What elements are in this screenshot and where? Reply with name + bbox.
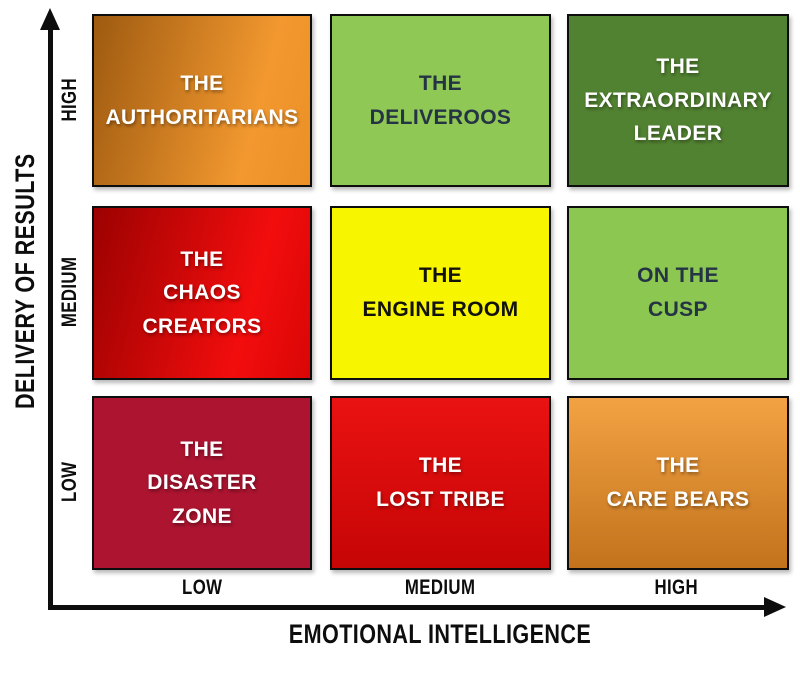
cell-the-engine-room: THE ENGINE ROOM [330, 206, 551, 380]
y-tick-medium-text: MEDIUM [58, 256, 81, 328]
x-tick-high-text: HIGH [654, 576, 698, 599]
y-axis-title: DELIVERY OF RESULTS [10, 101, 40, 461]
cell-the-engine-room-label: THE ENGINE ROOM [362, 264, 519, 321]
x-tick-low: LOW [127, 577, 277, 598]
y-tick-medium: MEDIUM [58, 217, 83, 367]
x-tick-medium: MEDIUM [365, 577, 515, 598]
cell-the-authoritarians-label: THE AUTHORITARIANS [105, 71, 299, 129]
y-tick-low: LOW [58, 407, 83, 557]
x-tick-medium-text: MEDIUM [404, 576, 476, 599]
x-axis-title-text: EMOTIONAL INTELLIGENCE [288, 619, 592, 649]
cell-on-the-cusp: ON THE CUSP [567, 206, 789, 380]
cell-the-chaos-creators: THE CHAOS CREATORS [92, 206, 312, 380]
cell-the-chaos-creators-label: THE CHAOS CREATORS [142, 247, 262, 338]
cell-the-authoritarians: THE AUTHORITARIANS [92, 14, 312, 187]
cell-the-deliveroos: THE DELIVEROOS [330, 14, 551, 187]
cell-on-the-cusp-label: ON THE CUSP [637, 264, 719, 321]
x-axis-line [48, 605, 766, 610]
x-tick-high: HIGH [601, 577, 751, 598]
x-axis-title: EMOTIONAL INTELLIGENCE [240, 621, 640, 648]
cell-the-deliveroos-label: THE DELIVEROOS [369, 71, 512, 129]
y-tick-high-text: HIGH [58, 78, 81, 122]
cell-the-lost-tribe-label: THE LOST TRIBE [376, 454, 505, 511]
y-tick-high: HIGH [58, 25, 83, 175]
x-axis-arrow-right-icon [764, 597, 786, 617]
y-tick-low-text: LOW [58, 461, 81, 503]
cell-the-extraordinary-leader: THE EXTRAORDINARY LEADER [567, 14, 789, 187]
x-tick-low-text: LOW [181, 576, 223, 599]
cell-the-extraordinary-leader-label: THE EXTRAORDINARY LEADER [584, 55, 772, 146]
cell-the-lost-tribe: THE LOST TRIBE [330, 396, 551, 570]
y-axis-title-text: DELIVERY OF RESULTS [10, 153, 40, 409]
cell-the-disaster-zone-label: THE DISASTER ZONE [147, 437, 257, 528]
cell-the-disaster-zone: THE DISASTER ZONE [92, 396, 312, 570]
y-axis-line [48, 28, 53, 608]
cell-the-care-bears: THE CARE BEARS [567, 396, 789, 570]
y-axis-arrow-up-icon [40, 8, 60, 30]
cell-the-care-bears-label: THE CARE BEARS [606, 454, 750, 511]
